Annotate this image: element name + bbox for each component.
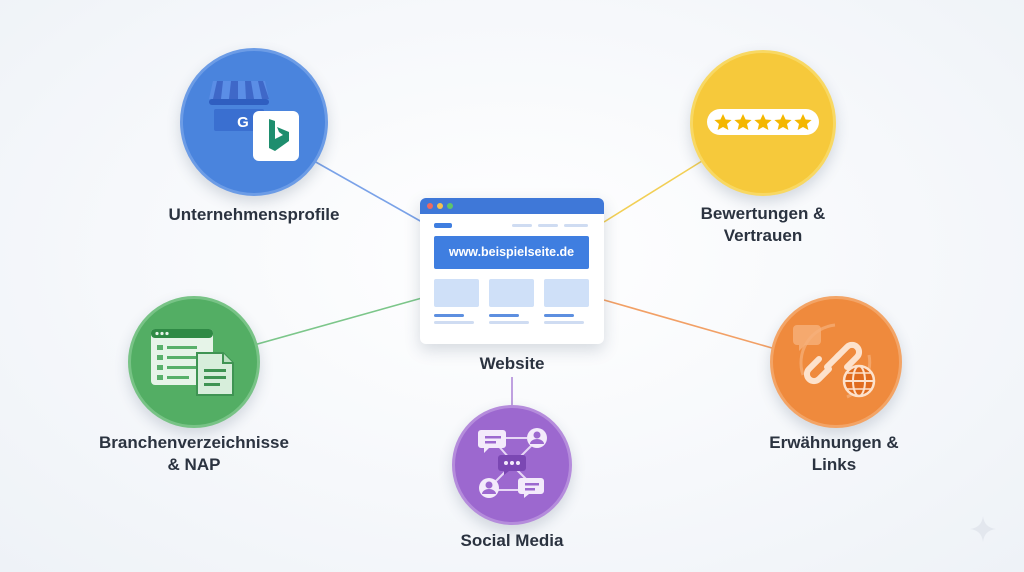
card-text-line bbox=[489, 321, 529, 324]
nav-link-bar bbox=[538, 224, 558, 227]
content-card bbox=[544, 279, 589, 307]
node-mentions bbox=[770, 296, 902, 428]
line-mentions bbox=[603, 299, 773, 349]
card-text-line bbox=[489, 314, 519, 317]
card-text-line bbox=[544, 314, 574, 317]
social-network-icon bbox=[478, 428, 547, 498]
label-directories-2: & NAP bbox=[167, 455, 221, 474]
content-card bbox=[434, 279, 479, 307]
sparkle-icon bbox=[970, 516, 996, 542]
link-globe-icon bbox=[793, 323, 876, 399]
window-dot-green bbox=[447, 203, 453, 209]
node-social bbox=[452, 405, 572, 525]
label-reviews-2: Vertrauen bbox=[723, 226, 803, 245]
window-dot-yellow bbox=[437, 203, 443, 209]
card-text-line bbox=[434, 314, 464, 317]
five-star-rating-icon bbox=[707, 109, 819, 135]
website-mockup: www.beispielseite.de bbox=[420, 198, 604, 344]
center-label: Website bbox=[479, 354, 545, 373]
nav-link-bar bbox=[564, 224, 588, 227]
label-reviews-1: Bewertungen & bbox=[700, 204, 826, 223]
window-dot-red bbox=[427, 203, 433, 209]
card-text-line bbox=[544, 321, 584, 324]
line-profiles bbox=[313, 160, 423, 223]
content-card bbox=[489, 279, 534, 307]
directory-list-icon bbox=[151, 329, 234, 396]
node-reviews bbox=[690, 50, 836, 196]
line-reviews bbox=[603, 160, 703, 223]
nav-link-bar bbox=[512, 224, 532, 227]
line-directories bbox=[253, 297, 423, 346]
url-banner: www.beispielseite.de bbox=[434, 236, 589, 269]
browser-titlebar bbox=[420, 198, 604, 214]
label-social: Social Media bbox=[460, 531, 564, 550]
nav-logo-bar bbox=[434, 223, 452, 228]
svg-text:G: G bbox=[237, 114, 249, 131]
card-text-line bbox=[434, 321, 474, 324]
node-profiles: G bbox=[180, 48, 328, 196]
label-directories-1: Branchenverzeichnisse bbox=[99, 433, 289, 452]
label-mentions-1: Erwähnungen & bbox=[769, 433, 899, 452]
label-mentions-2: Links bbox=[811, 455, 857, 474]
google-bing-store-icon: G bbox=[209, 81, 299, 161]
node-directories bbox=[128, 296, 260, 428]
label-profiles: Unternehmensprofile bbox=[168, 205, 340, 224]
